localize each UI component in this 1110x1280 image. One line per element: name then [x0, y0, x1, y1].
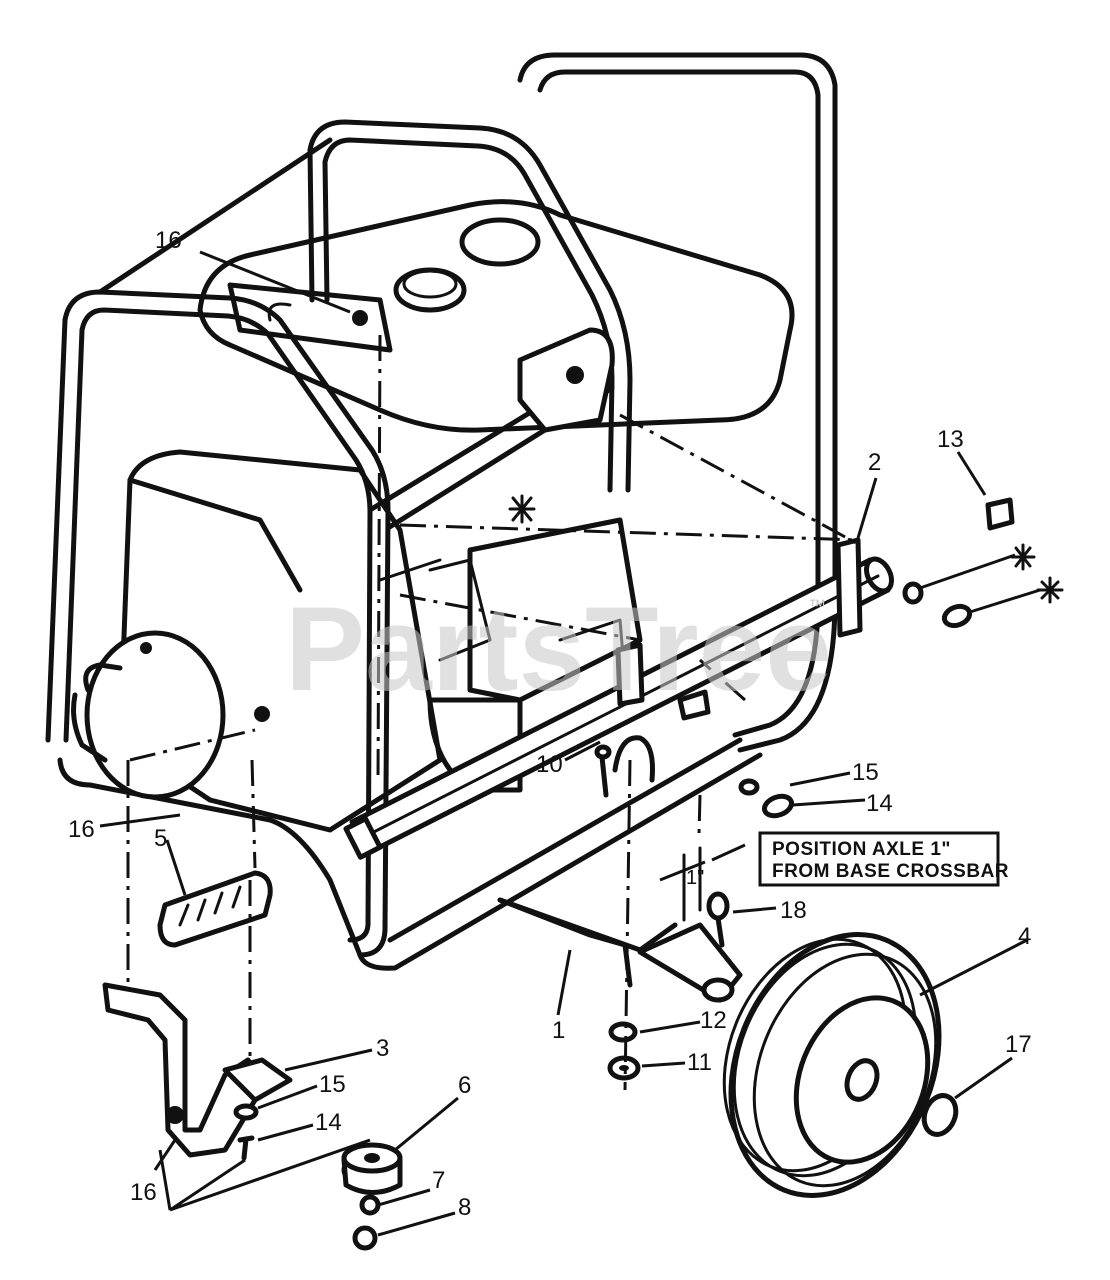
rubber-foot — [341, 1142, 403, 1195]
callout-2: 2 — [868, 449, 881, 476]
hardware — [140, 310, 1015, 1251]
engine-assembly — [71, 199, 795, 833]
callout-8: 8 — [458, 1194, 471, 1221]
callout-12: 12 — [700, 1007, 727, 1034]
callout-1: 1 — [552, 1017, 565, 1044]
generator-frame — [45, 52, 838, 971]
asterisk-markers — [508, 494, 1064, 604]
callout-6: 6 — [458, 1072, 471, 1099]
handle-grip — [157, 870, 273, 948]
callout-13: 13 — [937, 426, 964, 453]
alignment-lines — [126, 334, 861, 1091]
wheel-icon — [722, 932, 942, 1198]
leg-bracket — [102, 982, 293, 1158]
note-line-1: POSITION AXLE 1" — [772, 839, 951, 860]
axle-tube — [343, 537, 894, 860]
callout-16: 16 — [68, 816, 95, 843]
callout-11: 11 — [687, 1049, 712, 1076]
watermark-text: PartsTree — [285, 582, 832, 716]
dimension-label: 1" — [686, 867, 704, 889]
wheel-bracket — [497, 897, 743, 1003]
callout-14: 14 — [315, 1109, 342, 1136]
callout-4: 4 — [1018, 923, 1031, 950]
axle-position-note: POSITION AXLE 1" FROM BASE CROSSBAR 1" — [659, 831, 1009, 922]
recoil-starter-icon — [84, 630, 226, 800]
callout-10: 10 — [536, 751, 563, 778]
watermark-trademark: ™ — [808, 596, 826, 616]
note-line-2: FROM BASE CROSSBAR — [772, 861, 1009, 882]
callout-14: 14 — [866, 790, 893, 817]
leader-lines — [99, 250, 1041, 1237]
callout-15: 15 — [319, 1071, 346, 1098]
callout-17: 17 — [1005, 1031, 1032, 1058]
callout-15: 15 — [852, 759, 879, 786]
callout-5: 5 — [154, 825, 167, 852]
callout-18: 18 — [780, 897, 807, 924]
callout-16: 16 — [155, 227, 182, 254]
callout-7: 7 — [432, 1167, 445, 1194]
callout-3: 3 — [376, 1035, 389, 1062]
callout-labels: 16 2 13 15 14 10 16 5 18 4 1 12 11 3 15 … — [68, 227, 1032, 1221]
callout-16: 16 — [130, 1179, 157, 1206]
